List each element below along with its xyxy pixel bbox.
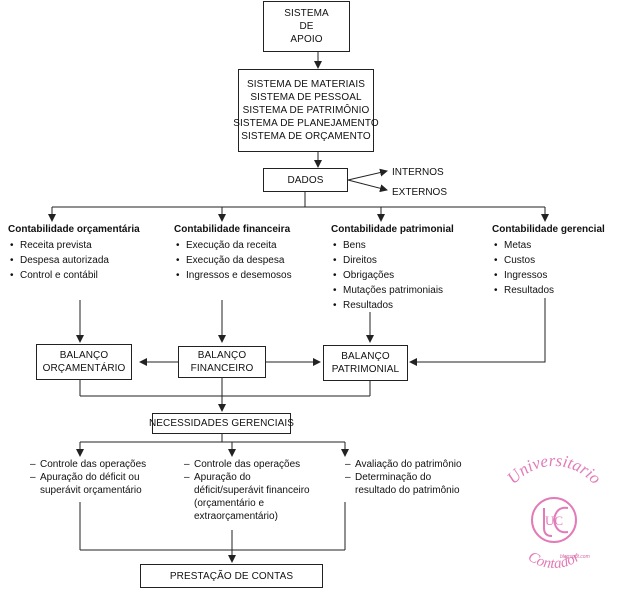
balanco-line: BALANÇO — [197, 350, 247, 361]
list-item: Controle das operações — [184, 458, 318, 471]
box-prestacao-de-contas: PRESTAÇÃO DE CONTAS — [140, 564, 323, 588]
logo-bottom-text: Contador — [525, 549, 583, 572]
balanco-line: PATRIMONIAL — [331, 364, 400, 375]
contabilidade-title: Contabilidade patrimonial — [331, 224, 454, 235]
balanco-line: ORÇAMENTÁRIO — [42, 363, 126, 374]
box-balanco-orcamentario: BALANÇO ORÇAMENTÁRIO — [36, 344, 132, 380]
list-item: Custos — [492, 253, 605, 268]
sistema-pessoal: SISTEMA DE PESSOAL — [250, 92, 362, 103]
box-sistema-apoio: SISTEMA DE APOIO — [263, 1, 350, 52]
list-item: Execução da receita — [174, 238, 292, 253]
sistema-patrimonio: SISTEMA DE PATRIMÔNIO — [242, 105, 370, 116]
label-internos: INTERNOS — [392, 167, 444, 178]
contabilidade-title: Contabilidade financeira — [174, 224, 291, 235]
sistema-orcamento: SISTEMA DE ORÇAMENTO — [241, 131, 371, 142]
box-apoio-line: DE — [299, 21, 314, 32]
list-item: Ingressos — [492, 268, 605, 283]
list-item: Determinação do resultado do patrimônio — [345, 471, 475, 497]
box-balanco-financeiro: BALANÇO FINANCEIRO — [178, 346, 266, 378]
list-item: Resultados — [492, 283, 605, 298]
list-item: Avaliação do patrimônio — [345, 458, 475, 471]
list-item: Bens — [331, 238, 454, 253]
list-item: Controle das operações — [30, 458, 180, 471]
contabilidade-financeira: Contabilidade financeira Execução da rec… — [174, 222, 292, 283]
necessidades-col-3: Avaliação do patrimônio Determinação do … — [345, 458, 475, 497]
list-item: Apuração do déficit/superávit financeiro… — [184, 471, 318, 523]
list-item: Direitos — [331, 253, 454, 268]
contabilidade-orcamentaria: Contabilidade orçamentária Receita previ… — [8, 222, 140, 283]
logo-initials: UC — [545, 513, 563, 528]
box-sistemas: SISTEMA DE MATERIAIS SISTEMA DE PESSOAL … — [233, 69, 379, 152]
arrow-dados-externos — [347, 179, 388, 193]
balanco-line: FINANCEIRO — [190, 363, 254, 374]
necessidades-col-1: Controle das operações Apuração do défic… — [30, 458, 180, 497]
list-item: Mutações patrimoniais — [331, 283, 454, 298]
universitario-contador-logo: Universitario Contador UC — [503, 451, 605, 572]
list-item: Execução da despesa — [174, 253, 292, 268]
box-necessidades-gerenciais: NECESSIDADES GERENCIAIS — [148, 413, 295, 434]
box-apoio-line: APOIO — [290, 34, 323, 45]
list-item: Despesa autorizada — [8, 253, 140, 268]
contabilidade-gerencial: Contabilidade gerencial Metas Custos Ing… — [492, 222, 605, 298]
contabilidade-patrimonial: Contabilidade patrimonial Bens Direitos … — [331, 222, 454, 313]
logo-site: blogspot.com — [560, 554, 590, 560]
list-item: Control e contábil — [8, 268, 140, 283]
list-item: Apuração do déficit ou superávit orçamen… — [30, 471, 180, 497]
list-item: Resultados — [331, 298, 454, 313]
prestacao-label: PRESTAÇÃO DE CONTAS — [169, 570, 294, 582]
dados-label: DADOS — [287, 174, 324, 186]
necessidades-label: NECESSIDADES GERENCIAIS — [148, 418, 295, 429]
arrow-ger-to-balanco — [409, 298, 546, 366]
sistema-planejamento: SISTEMA DE PLANEJAMENTO — [233, 118, 379, 129]
box-balanco-patrimonial: BALANÇO PATRIMONIAL — [323, 345, 408, 381]
label-externos: EXTERNOS — [392, 187, 448, 198]
list-item: Receita prevista — [8, 238, 140, 253]
balanco-line: BALANÇO — [341, 351, 390, 362]
sistema-materiais: SISTEMA DE MATERIAIS — [247, 79, 365, 90]
box-apoio-line: SISTEMA — [284, 8, 329, 19]
list-item: Metas — [492, 238, 605, 253]
arrow-dados-internos — [347, 168, 388, 181]
contabilidade-title: Contabilidade gerencial — [492, 224, 605, 235]
list-item: Ingressos e desemosos — [174, 268, 292, 283]
list-item: Obrigações — [331, 268, 454, 283]
necessidades-col-2: Controle das operações Apuração do défic… — [184, 458, 318, 523]
contabilidade-title: Contabilidade orçamentária — [8, 224, 140, 235]
box-dados: DADOS — [263, 168, 348, 192]
balanco-line: BALANÇO — [59, 350, 109, 361]
logo-top-text: Universitario — [503, 451, 605, 488]
